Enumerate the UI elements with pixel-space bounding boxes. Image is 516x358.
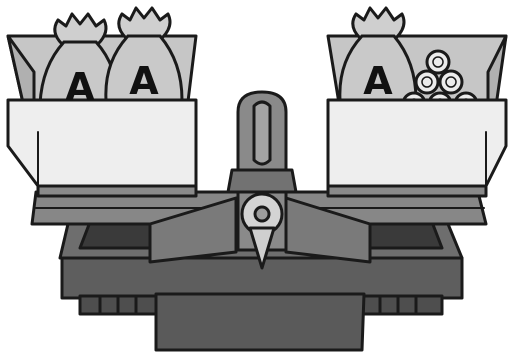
- left-pan-front: [8, 100, 196, 196]
- right-pan-front: [328, 100, 506, 196]
- coin-icon: [427, 51, 449, 73]
- bag-label: A: [65, 65, 95, 109]
- coin-icon: [416, 71, 438, 93]
- bag-label: A: [363, 59, 393, 103]
- bag-label: A: [129, 59, 159, 103]
- coin-icon: [440, 71, 462, 93]
